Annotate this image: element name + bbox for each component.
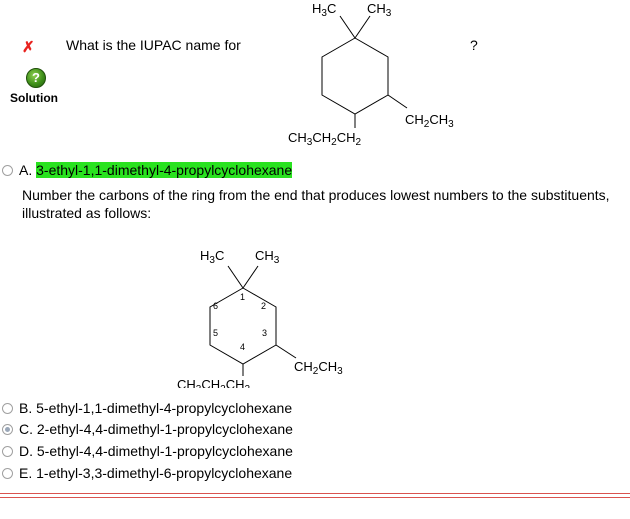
- option-b[interactable]: B. 5-ethyl-1,1-dimethyl-4-propylcyclohex…: [2, 400, 292, 416]
- option-d-letter: D.: [19, 443, 33, 459]
- numbered-molecule-structure: H3C CH3 CH2CH3 CH3CH2CH2 1 2 3 4 5 6: [177, 248, 343, 388]
- option-c[interactable]: C. 2-ethyl-4,4-dimethyl-1-propylcyclohex…: [2, 421, 293, 437]
- ring-number-3: 3: [262, 328, 267, 338]
- option-b-letter: B.: [19, 400, 33, 416]
- ring-number-4: 4: [240, 342, 245, 352]
- bottom-divider-bottom: [0, 497, 630, 498]
- methyl-left-label: H3C: [312, 1, 336, 19]
- methyl-bond-right: [354, 15, 371, 39]
- option-c-letter: C.: [19, 421, 33, 437]
- solution-label[interactable]: Solution: [10, 91, 58, 105]
- ring-number-6: 6: [213, 301, 218, 311]
- option-a[interactable]: A. 3-ethyl-1,1-dimethyl-4-propylcyclohex…: [2, 162, 293, 178]
- option-e-text: 1-ethyl-3,3-dimethyl-6-propylcyclohexane: [36, 465, 293, 481]
- option-e-letter: E.: [19, 465, 33, 481]
- option-b-radio[interactable]: [2, 402, 13, 414]
- ring-bonds: [321, 37, 389, 115]
- numbered-methyl-bond-right: [242, 265, 259, 289]
- option-d[interactable]: D. 5-ethyl-4,4-dimethyl-1-propylcyclohex…: [2, 443, 293, 459]
- methyl-bond-left: [339, 15, 356, 39]
- option-a-letter: A.: [19, 162, 33, 178]
- option-a-radio[interactable]: [2, 164, 13, 176]
- methyl-right-label: CH3: [367, 1, 392, 19]
- numbered-propyl-label: CH3CH2CH2: [177, 377, 250, 388]
- ring-number-5: 5: [213, 328, 218, 338]
- option-b-text: 5-ethyl-1,1-dimethyl-4-propylcyclohexane: [36, 400, 293, 416]
- option-d-text: 5-ethyl-4,4-dimethyl-1-propylcyclohexane: [36, 443, 293, 459]
- question-mark: ?: [470, 37, 478, 53]
- ring-number-1: 1: [240, 292, 245, 302]
- option-d-radio[interactable]: [2, 445, 13, 457]
- option-e-radio[interactable]: [2, 467, 13, 479]
- solution-explanation: Number the carbons of the ring from the …: [22, 187, 610, 221]
- incorrect-x-icon: ✗: [22, 39, 35, 56]
- numbered-methyl-bond-left: [227, 265, 244, 289]
- numbered-methyl-right-label: CH3: [255, 248, 280, 266]
- numbered-ethyl-label: CH2CH3: [294, 359, 343, 377]
- solution-help-icon[interactable]: ?: [26, 68, 46, 88]
- ethyl-bond: [387, 94, 408, 109]
- bottom-divider-top: [0, 493, 630, 494]
- question-molecule-structure: H3C CH3 CH2CH3 CH3CH2CH2: [288, 1, 454, 148]
- numbered-methyl-left-label: H3C: [200, 248, 224, 266]
- option-e[interactable]: E. 1-ethyl-3,3-dimethyl-6-propylcyclohex…: [2, 465, 292, 481]
- numbered-ethyl-bond: [275, 344, 297, 359]
- option-a-text: 3-ethyl-1,1-dimethyl-4-propylcyclohexane: [36, 162, 293, 178]
- question-text: What is the IUPAC name for: [66, 37, 241, 53]
- option-c-text: 2-ethyl-4,4-dimethyl-1-propylcyclohexane: [36, 421, 293, 437]
- ethyl-label: CH2CH3: [405, 112, 454, 130]
- option-c-radio[interactable]: [2, 423, 13, 435]
- ring-number-2: 2: [261, 301, 266, 311]
- propyl-label: CH3CH2CH2: [288, 130, 361, 148]
